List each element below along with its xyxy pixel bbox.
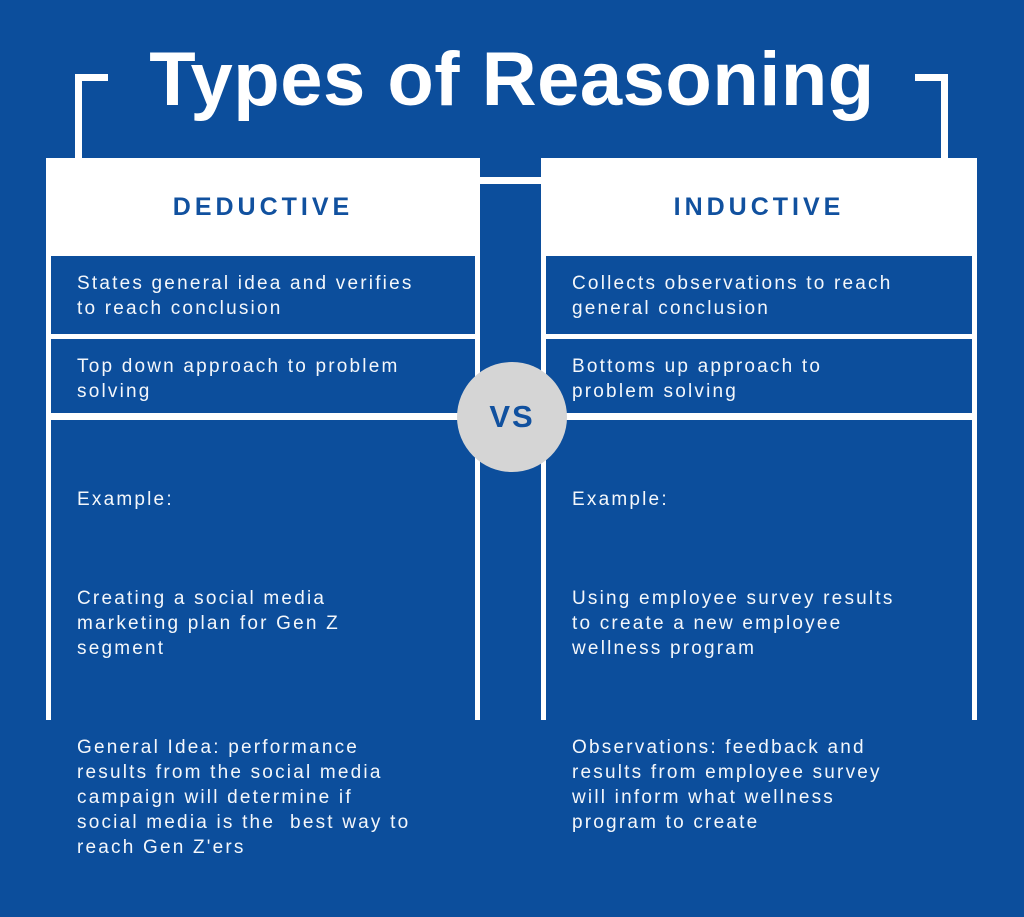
- vs-badge: VS: [457, 362, 567, 472]
- inductive-example-paragraph: Using employee survey results to create …: [572, 588, 895, 659]
- card-connector-line: [478, 177, 544, 184]
- deductive-example-paragraph: Creating a social media marketing plan f…: [77, 588, 340, 659]
- deductive-card-header: DEDUCTIVE: [172, 192, 354, 221]
- deductive-card: DEDUCTIVE States general idea and verifi…: [46, 158, 480, 910]
- deductive-example-label: Example:: [77, 489, 174, 510]
- inductive-card: INDUCTIVE Collects observations to reach…: [541, 158, 977, 885]
- title-bracket-right: [915, 74, 948, 159]
- inductive-point-1: Collects observations to reach general c…: [546, 256, 972, 334]
- vs-badge-label: VS: [489, 399, 535, 434]
- inductive-card-body: Collects observations to reach general c…: [541, 256, 977, 892]
- deductive-card-body: States general idea and verifies to reac…: [46, 256, 480, 917]
- inductive-example-box: Example: Using employee survey results t…: [546, 420, 972, 885]
- title-bracket-left: [75, 74, 108, 159]
- page-title: Types of Reasoning: [149, 37, 875, 122]
- deductive-point-1: States general idea and verifies to reac…: [51, 256, 475, 334]
- deductive-point-2: Top down approach to problem solving: [51, 339, 475, 413]
- inductive-example-paragraph: Observations: feedback and results from …: [572, 737, 882, 833]
- deductive-example-paragraph: General Idea: performance results from t…: [77, 737, 411, 858]
- deductive-example-box: Example: Creating a social media marketi…: [51, 420, 475, 910]
- inductive-point-2: Bottoms up approach to problem solving: [546, 339, 972, 413]
- inductive-example-label: Example:: [572, 489, 669, 510]
- inductive-card-header: INDUCTIVE: [673, 192, 845, 221]
- reasoning-infographic: Types of Reasoning DEDUCTIVE States gene…: [46, 37, 977, 910]
